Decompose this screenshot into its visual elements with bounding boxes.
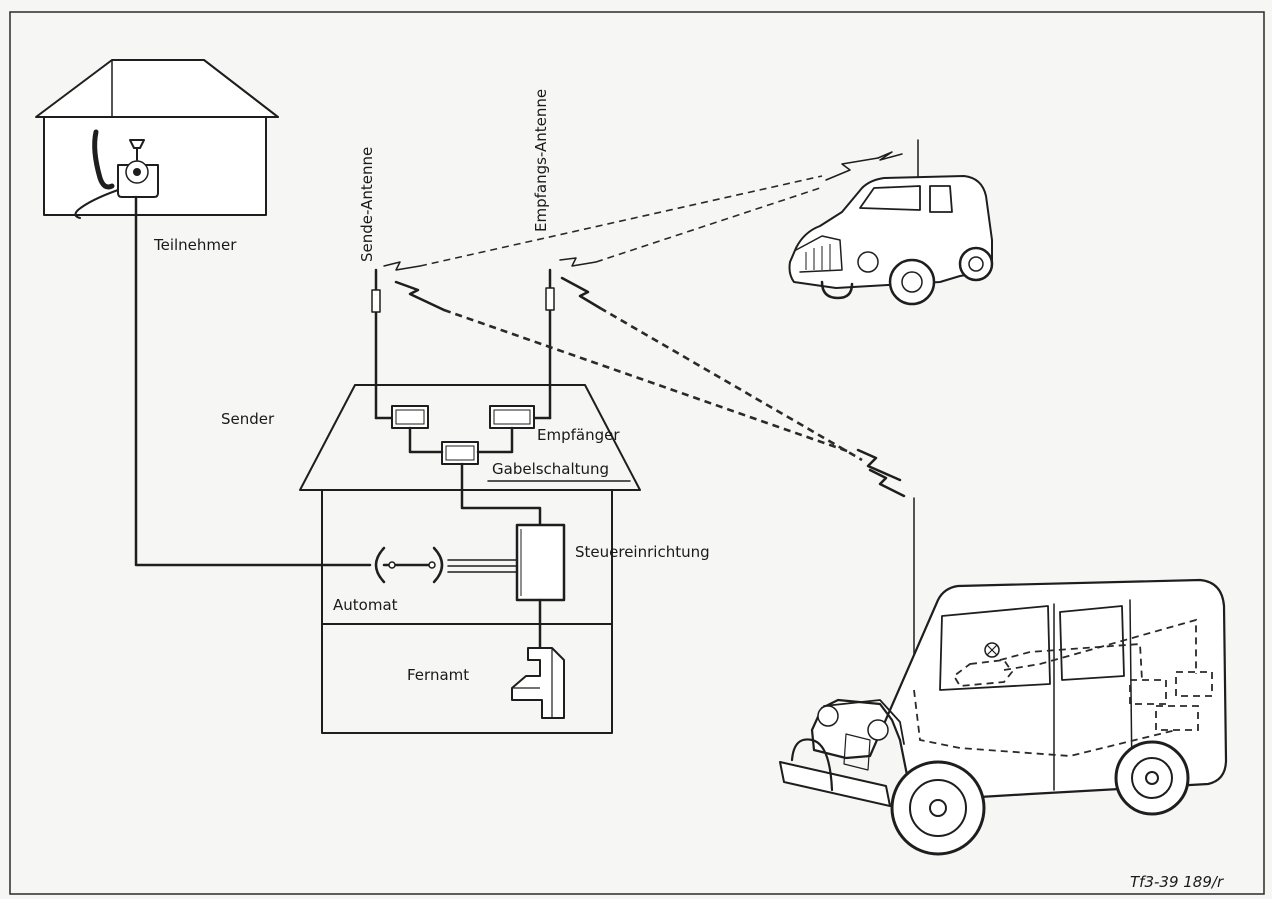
telephone-icon (74, 129, 159, 219)
receive-antenna (545, 268, 555, 420)
frame-border (9, 11, 1265, 895)
label-empfangs-antenne: Empfangs-Antenne (532, 89, 550, 232)
label-gabelschaltung: Gabelschaltung (492, 460, 609, 478)
truck-vehicle (779, 497, 1228, 856)
label-empfaenger: Empfänger (537, 426, 620, 444)
control-unit (515, 523, 566, 602)
automat-switch (374, 546, 518, 584)
link-van-receive (595, 187, 821, 263)
label-sender: Sender (221, 410, 275, 428)
link-send-van (419, 175, 823, 267)
label-fernamt: Fernamt (407, 666, 469, 684)
receiver-unit (489, 405, 535, 429)
label-sende-antenne: Sende-Antenne (358, 147, 376, 262)
signal-bolt-truck-2 (868, 468, 906, 498)
signal-bolt-send (394, 280, 446, 312)
signal-bolt-truck-1 (856, 448, 902, 482)
signal-bolt-top-send (383, 261, 421, 271)
signal-bolt-top-receive (559, 257, 597, 267)
subscriber-line (134, 195, 372, 567)
van-vehicle (788, 139, 994, 306)
label-teilnehmer: Teilnehmer (153, 236, 237, 254)
signal-bolt-receive (560, 276, 602, 310)
hybrid-circuit-unit (441, 441, 479, 465)
send-antenna (371, 268, 381, 420)
label-steuereinrichtung: Steuereinrichtung (575, 543, 710, 561)
transmitter-unit (391, 405, 429, 429)
figure-code: Tf3-39 189/r (1130, 873, 1224, 891)
signal-bolt-van (825, 157, 879, 181)
link-truck-receive (599, 306, 863, 462)
subscriber-house (35, 59, 279, 219)
fernamt-switchboard (511, 647, 565, 719)
label-automat: Automat (333, 596, 398, 614)
exchange-building (299, 384, 641, 734)
link-send-truck (443, 308, 851, 454)
